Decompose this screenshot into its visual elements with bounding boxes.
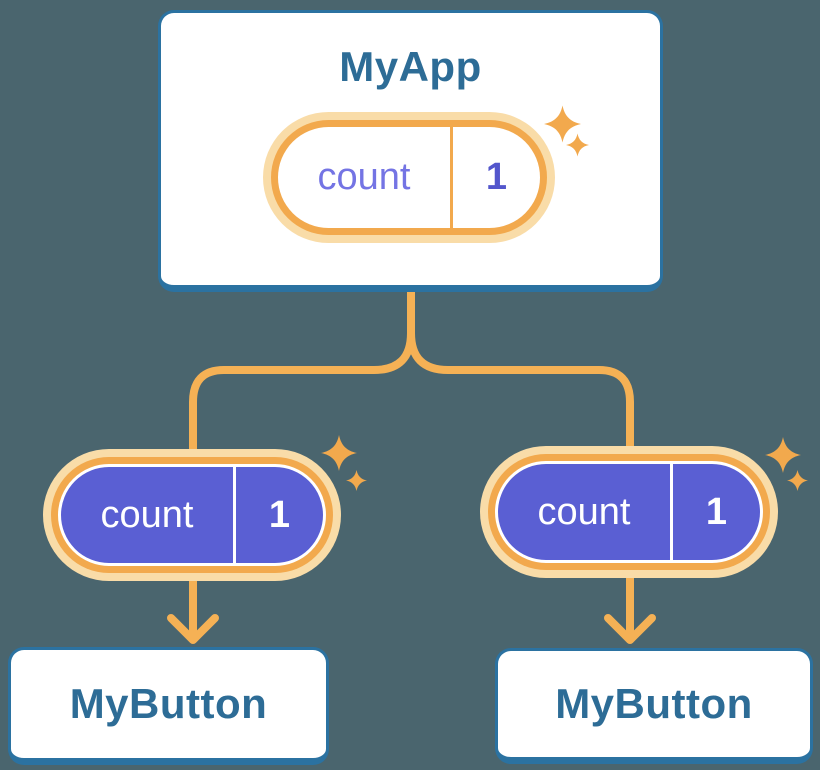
sparkle-small-icon <box>787 470 808 491</box>
sparkle-small-icon <box>346 470 367 491</box>
mybutton-card-left: MyButton <box>8 647 329 765</box>
sparkle-large-icon <box>544 105 581 143</box>
arrowhead-down-right-icon <box>604 614 656 644</box>
component-title: MyButton <box>69 680 268 727</box>
prop-pill-ring: count 1 <box>51 457 333 573</box>
prop-pill-left: count 1 <box>43 449 341 581</box>
pill-divider <box>233 467 236 563</box>
arrowhead-down-left-icon <box>167 614 219 644</box>
state-pill: count 1 <box>263 112 555 243</box>
fork-branch-right-line <box>407 285 634 643</box>
pill-value-label: 1 <box>268 493 291 536</box>
pill-name-label: count <box>317 156 411 198</box>
prop-pill-right: count 1 <box>480 446 778 578</box>
mybutton-card-right: MyButton <box>495 648 813 764</box>
sparkle-large-icon <box>321 435 357 471</box>
state-pill-ring: count 1 <box>271 120 547 235</box>
sparkle-large-icon <box>765 437 801 473</box>
pill-divider <box>450 127 453 228</box>
pill-divider <box>670 464 673 560</box>
prop-pill-ring: count 1 <box>488 454 770 570</box>
pill-value-label: 1 <box>705 490 728 533</box>
component-title: MyButton <box>555 680 753 727</box>
pill-value-label: 1 <box>485 156 508 198</box>
pill-name-label: count <box>100 493 194 536</box>
sparkle-small-icon <box>566 133 589 157</box>
component-title: MyApp <box>339 43 482 90</box>
pill-name-label: count <box>537 490 631 533</box>
